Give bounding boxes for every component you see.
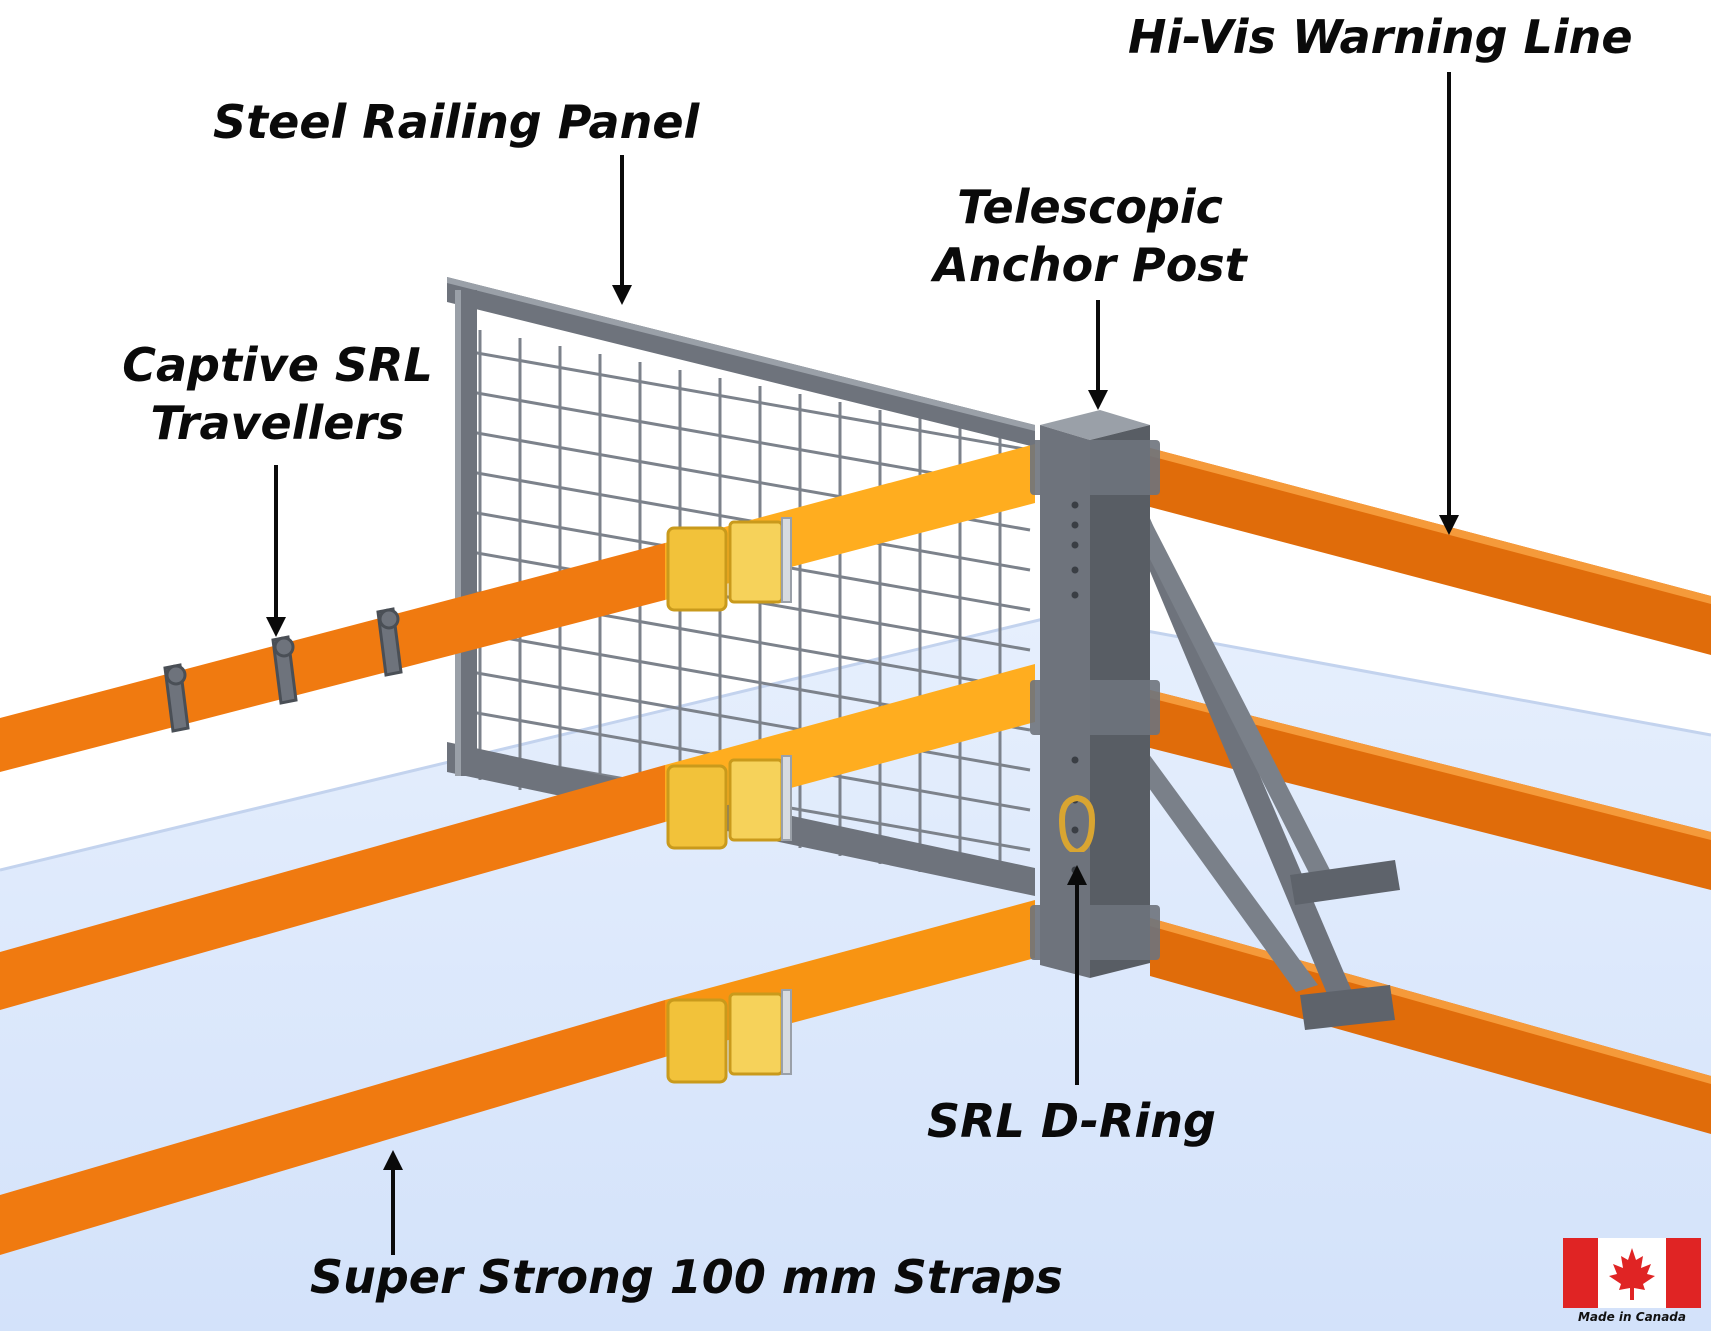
post-bracing — [1118, 495, 1400, 1030]
captive-line-2: Travellers — [150, 396, 405, 450]
ratchet-buckle-top — [666, 517, 792, 612]
srl-d-ring-label: SRL D-Ring — [927, 1094, 1216, 1148]
hi-vis-warning-line-label: Hi-Vis Warning Line — [1128, 10, 1633, 64]
traveller-1 — [163, 663, 190, 733]
steel-railing-panel-label: Steel Railing Panel — [213, 95, 700, 149]
ratchet-buckle-middle — [666, 755, 792, 850]
telescopic-line-1: Telescopic — [957, 180, 1223, 234]
srl-travellers — [163, 607, 403, 733]
captive-line-1: Captive SRL — [122, 338, 433, 392]
telescopic-line-2: Anchor Post — [933, 238, 1247, 292]
made-in-canada-caption: Made in Canada — [1577, 1310, 1686, 1324]
hi-vis-strap-middle — [1150, 690, 1711, 890]
annotation-arrows — [266, 72, 1459, 1255]
srl-d-ring — [1058, 794, 1096, 860]
telescopic-anchor-post — [1030, 410, 1160, 978]
super-strong-straps-label: Super Strong 100 mm Straps — [310, 1250, 1063, 1304]
hi-vis-strap-top — [1150, 448, 1711, 655]
traveller-3 — [376, 607, 403, 677]
traveller-2 — [271, 635, 298, 705]
ratchet-buckle-bottom — [666, 989, 792, 1084]
telescopic-anchor-post-label: Telescopic Anchor Post — [915, 178, 1265, 294]
captive-srl-travellers-label: Captive SRL Travellers — [110, 336, 445, 452]
canada-flag-icon — [1563, 1238, 1701, 1308]
